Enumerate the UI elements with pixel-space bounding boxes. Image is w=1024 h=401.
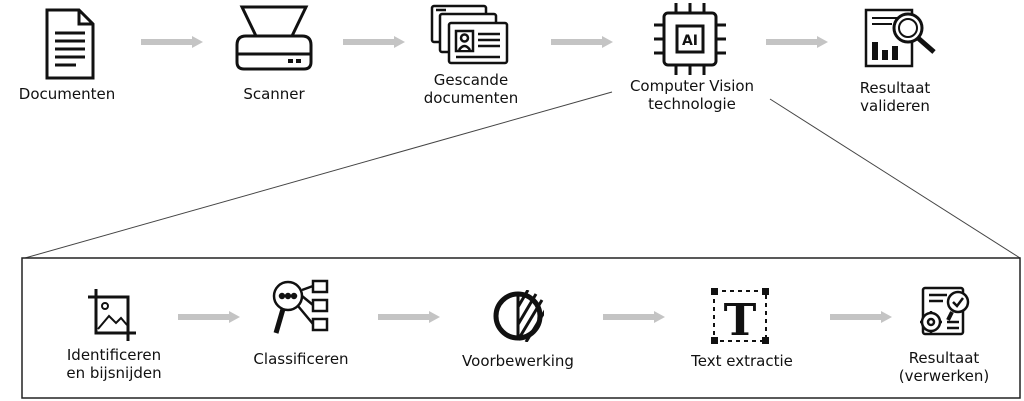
svg-text:T: T [724, 295, 757, 346]
step-label-line: Computer Vision [629, 77, 755, 95]
step-label-line: Resultaat [908, 349, 980, 367]
step-label-resultaat-verwerken: Resultaat (verwerken) [899, 349, 990, 385]
step-label-line: Resultaat [859, 79, 931, 97]
step-label-line: Identificeren [66, 346, 162, 364]
step-label-line: (verwerken) [898, 367, 990, 385]
crop-image-icon [88, 289, 136, 341]
step-label-gescande-documenten: Gescande documenten [424, 71, 518, 107]
scanner-icon [235, 5, 313, 71]
document-icon [45, 8, 95, 80]
step-label-scanner: Scanner [243, 85, 304, 103]
step-label-line: Classificeren [253, 350, 349, 368]
scanned-documents-icon [430, 4, 509, 65]
step-label-text-extractie: Text extractie [691, 352, 793, 370]
step-label-resultaat-valideren: Resultaat valideren [860, 79, 931, 115]
step-label-identificeren: Identificeren en bijsnijden [66, 346, 161, 382]
detail-frame [21, 257, 1021, 399]
step-label-line: technologie [648, 95, 736, 113]
text-extract-icon: T [711, 288, 769, 346]
arrow-7 [603, 311, 665, 323]
step-label-line: Voorbewerking [462, 352, 574, 370]
step-label-line: Gescande [433, 71, 509, 89]
ai-chip-icon: AI [654, 3, 726, 75]
step-label-line: en bijsnijden [66, 364, 162, 382]
arrow-4 [766, 36, 828, 48]
process-result-icon [920, 286, 970, 336]
zoom-line-left [24, 91, 613, 259]
step-label-line: Documenten [18, 85, 116, 103]
step-label-line: documenten [423, 89, 519, 107]
arrow-5 [178, 311, 240, 323]
contrast-icon [493, 290, 544, 342]
step-label-documenten: Documenten [19, 85, 115, 103]
arrow-3 [551, 36, 613, 48]
result-search-icon [864, 8, 936, 68]
step-label-line: Text extractie [691, 352, 793, 370]
step-label-computer-vision: Computer Vision technologie [630, 77, 754, 113]
step-label-classificeren: Classificeren [253, 350, 348, 368]
classify-icon [272, 279, 329, 334]
arrow-8 [830, 311, 892, 323]
step-label-line: valideren [860, 97, 930, 115]
arrow-6 [378, 311, 440, 323]
zoom-line-right [769, 98, 1021, 259]
step-label-line: Scanner [243, 85, 305, 103]
step-label-voorbewerking: Voorbewerking [462, 352, 574, 370]
arrow-2 [343, 36, 405, 48]
svg-text:AI: AI [682, 33, 698, 49]
arrow-1 [141, 36, 203, 48]
